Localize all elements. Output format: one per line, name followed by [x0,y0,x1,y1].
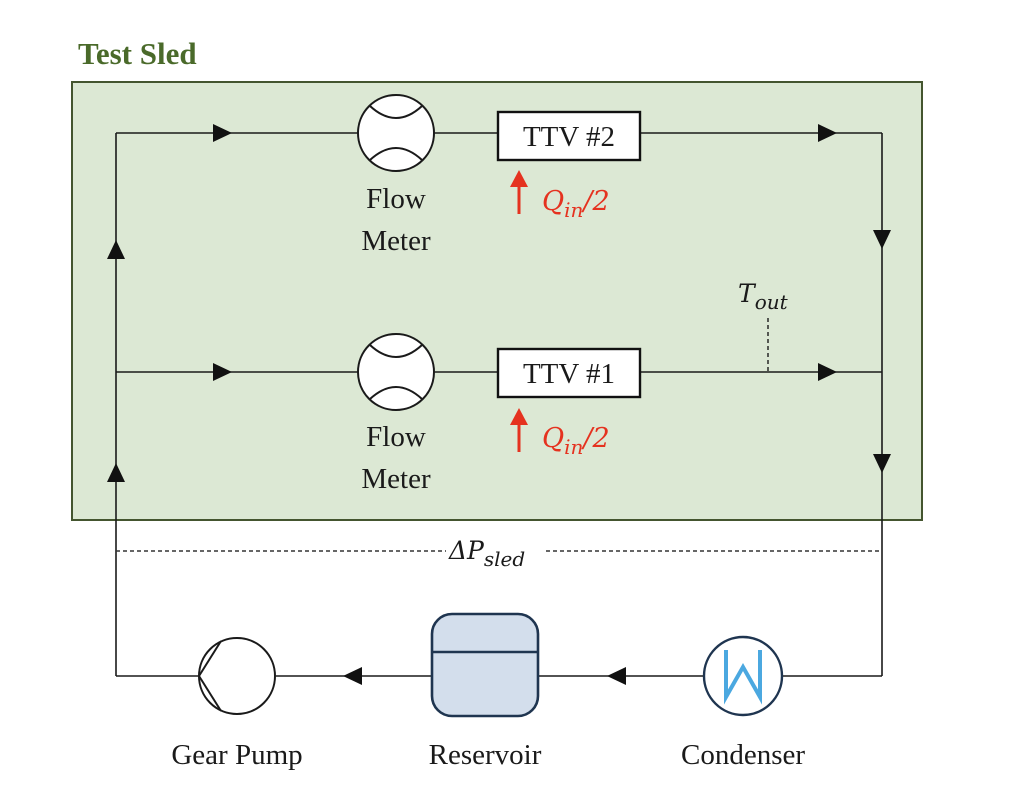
gear-pump-label: Gear Pump [171,739,302,771]
ttv-2-label: TTV #2 [523,121,615,153]
heat-input-label-top: Qin/2 [542,186,610,222]
condenser-label: Condenser [681,739,805,771]
flow-meter-icon [357,333,435,411]
flow-meter-label-top-1: Flow [366,183,426,215]
sled-pressure-drop: ΔPsled [116,536,882,571]
heat-input-top: Qin/2 [510,170,610,222]
arrow-right-icon [818,363,837,381]
arrow-down-icon [873,454,891,473]
arrow-right-icon [818,124,837,142]
test-sled-title: Test Sled [78,36,197,71]
reservoir: Reservoir [429,612,542,771]
reservoir-label: Reservoir [429,739,542,771]
ttv-1-box: TTV #1 [496,347,642,399]
flow-arrows [107,124,891,685]
arrow-up-icon [107,463,125,482]
arrow-left-icon [607,667,626,685]
arrow-left-icon [343,667,362,685]
flow-meter-icon [357,94,435,172]
sled-pressure-drop-label: ΔPsled [448,536,525,571]
flow-meter-bottom: Flow Meter [357,333,435,495]
condenser: Condenser [681,635,805,771]
outlet-temperature-sensor: Tout [738,279,789,372]
flow-meter-label-top-2: Meter [361,225,431,257]
ttv-2-box: TTV #2 [496,110,642,162]
arrow-right-icon [213,124,232,142]
gear-pump-icon [198,637,276,715]
ttv-1-label: TTV #1 [523,358,615,390]
heat-input-bottom: Qin/2 [510,408,610,459]
arrow-up-icon [107,240,125,259]
reservoir-icon [430,612,540,718]
outlet-temperature-label: Tout [738,279,789,314]
arrow-down-icon [873,230,891,249]
gear-pump: Gear Pump [171,637,303,771]
condenser-icon [702,635,784,717]
heat-input-label-bottom: Qin/2 [542,423,610,459]
flow-meter-label-bottom-2: Meter [361,463,431,495]
flow-meter-label-bottom-1: Flow [366,421,426,453]
flow-meter-top: Flow Meter [357,94,435,257]
arrow-right-icon [213,363,232,381]
